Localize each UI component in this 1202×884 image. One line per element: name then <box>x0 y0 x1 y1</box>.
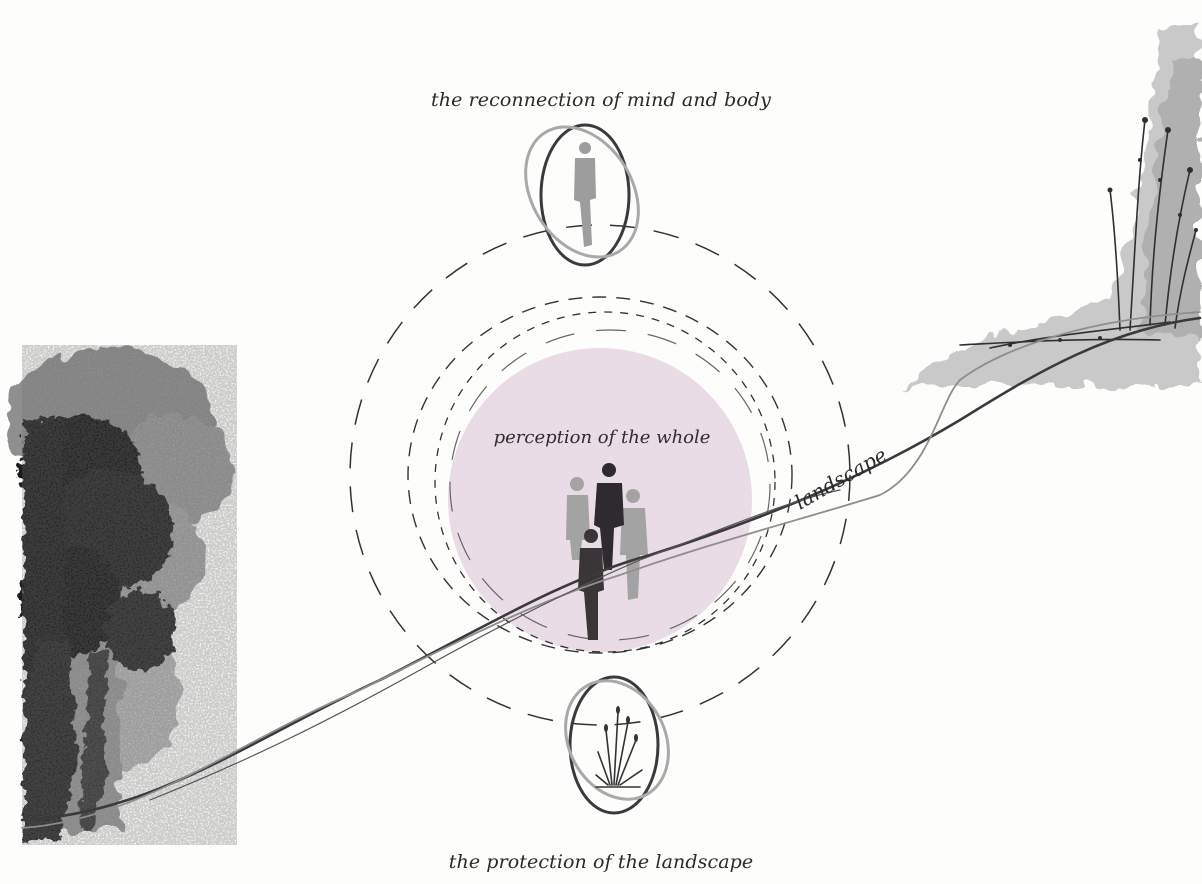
caption-center: perception of the whole <box>449 427 755 448</box>
bottom-node <box>546 663 689 818</box>
walking-person-icon <box>574 142 596 247</box>
grass-plants-icon <box>905 25 1200 385</box>
tree-speckle-overlay <box>22 345 237 845</box>
rock-slope <box>905 25 1200 385</box>
top-node <box>503 106 662 278</box>
caption-top: the reconnection of mind and body <box>0 89 1202 111</box>
landscape-label: landscape <box>791 443 891 515</box>
caption-bottom: the protection of the landscape <box>0 851 1202 873</box>
